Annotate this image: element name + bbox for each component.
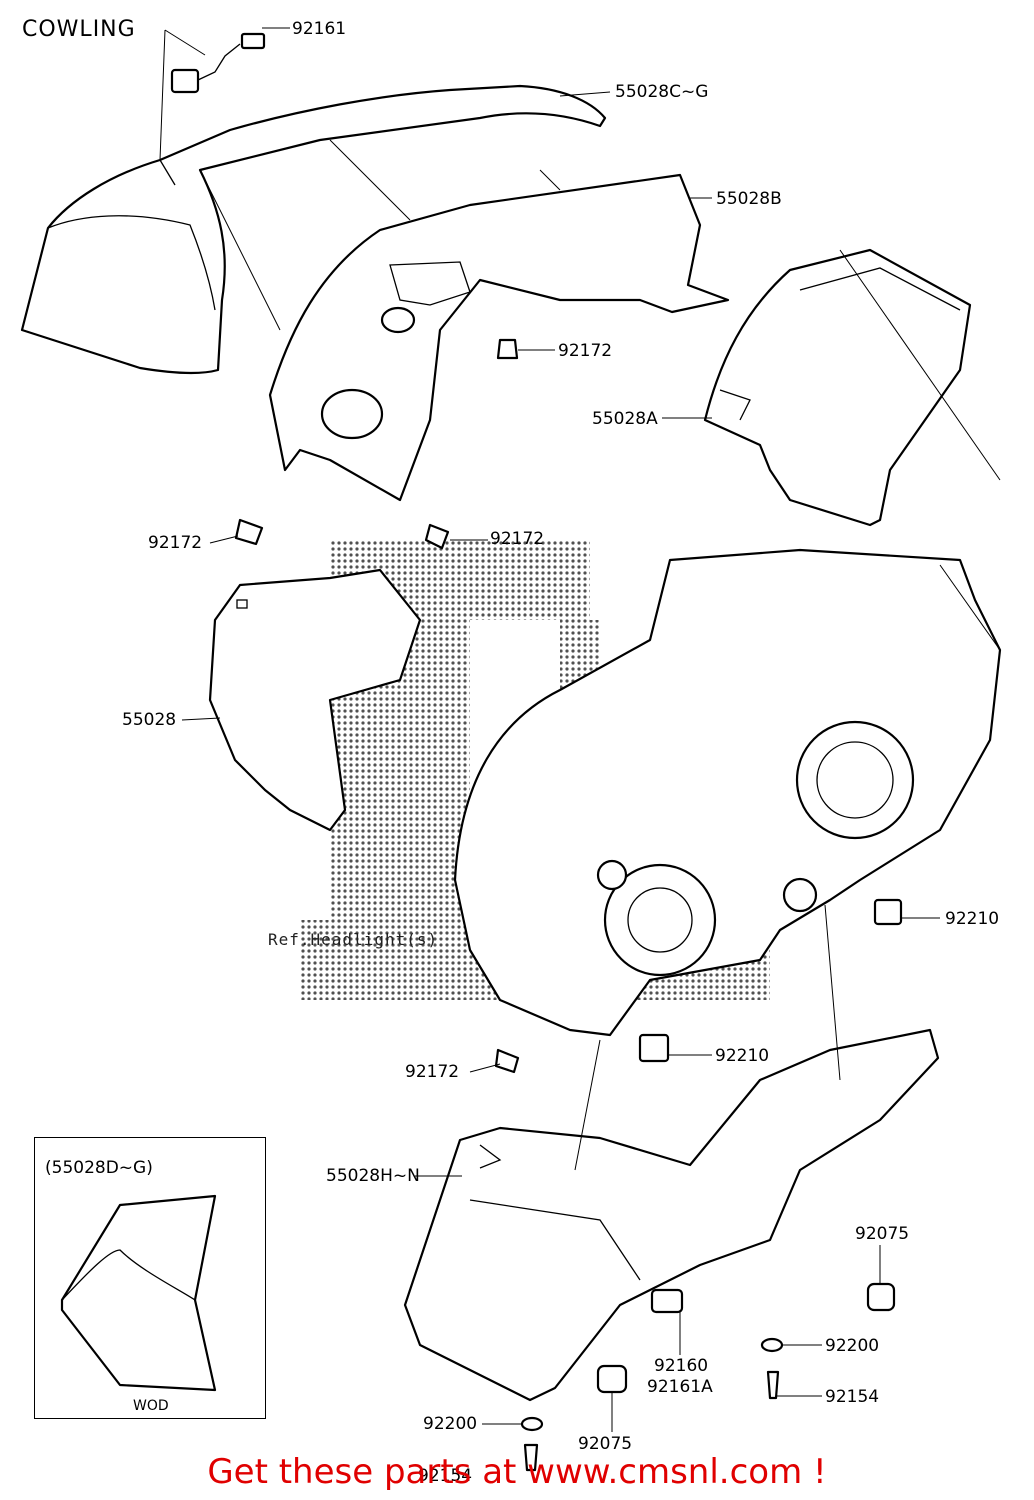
part-label-92172-c[interactable]: 92172 <box>490 529 545 549</box>
leader-lines <box>159 27 1001 1432</box>
inner-panel-55028b[interactable] <box>268 173 730 502</box>
promo-banner[interactable]: Get these parts at www.cmsnl.com ! <box>207 1452 827 1492</box>
part-label-92200-b[interactable]: 92200 <box>423 1414 478 1434</box>
part-label-55028h-n[interactable]: 55028H~N <box>326 1166 420 1186</box>
part-label-92210-a[interactable]: 92210 <box>945 909 1000 929</box>
part-label-92200-a[interactable]: 92200 <box>825 1336 880 1356</box>
side-panel-55028[interactable] <box>208 568 422 832</box>
part-label-55028[interactable]: 55028 <box>122 710 177 730</box>
headlight-reference-assembly <box>453 548 1002 1037</box>
fasteners <box>170 32 903 1472</box>
inset-footer: WOD <box>133 1398 169 1414</box>
part-label-92172-b[interactable]: 92172 <box>148 533 203 553</box>
part-label-92075-a[interactable]: 92075 <box>855 1224 910 1244</box>
part-label-92075-b[interactable]: 92075 <box>578 1434 633 1454</box>
part-label-55028c-g[interactable]: 55028C~G <box>615 82 709 102</box>
part-label-55028b[interactable]: 55028B <box>716 189 782 209</box>
inset-header: (55028D~G) <box>45 1158 153 1178</box>
lower-cowl-55028h-n[interactable] <box>403 1028 940 1402</box>
part-label-92172-d[interactable]: 92172 <box>405 1062 460 1082</box>
part-label-92161a[interactable]: 92161A <box>647 1377 713 1397</box>
reference-headlight-text: Ref.Headlight(s) <box>268 930 439 949</box>
part-label-92210-b[interactable]: 92210 <box>715 1046 770 1066</box>
inset-visor-drawing <box>60 1194 217 1392</box>
side-panel-55028a[interactable] <box>703 248 972 527</box>
inset-box: (55028D~G) WOD <box>34 1137 266 1419</box>
part-label-92161[interactable]: 92161 <box>292 19 347 39</box>
diagram-title: COWLING <box>22 17 136 42</box>
part-label-92172-a[interactable]: 92172 <box>558 341 613 361</box>
part-label-55028a[interactable]: 55028A <box>592 409 658 429</box>
part-label-92154-b[interactable]: 92154 <box>418 1466 473 1486</box>
part-label-92154-a[interactable]: 92154 <box>825 1387 880 1407</box>
part-label-92160[interactable]: 92160 <box>654 1356 709 1376</box>
